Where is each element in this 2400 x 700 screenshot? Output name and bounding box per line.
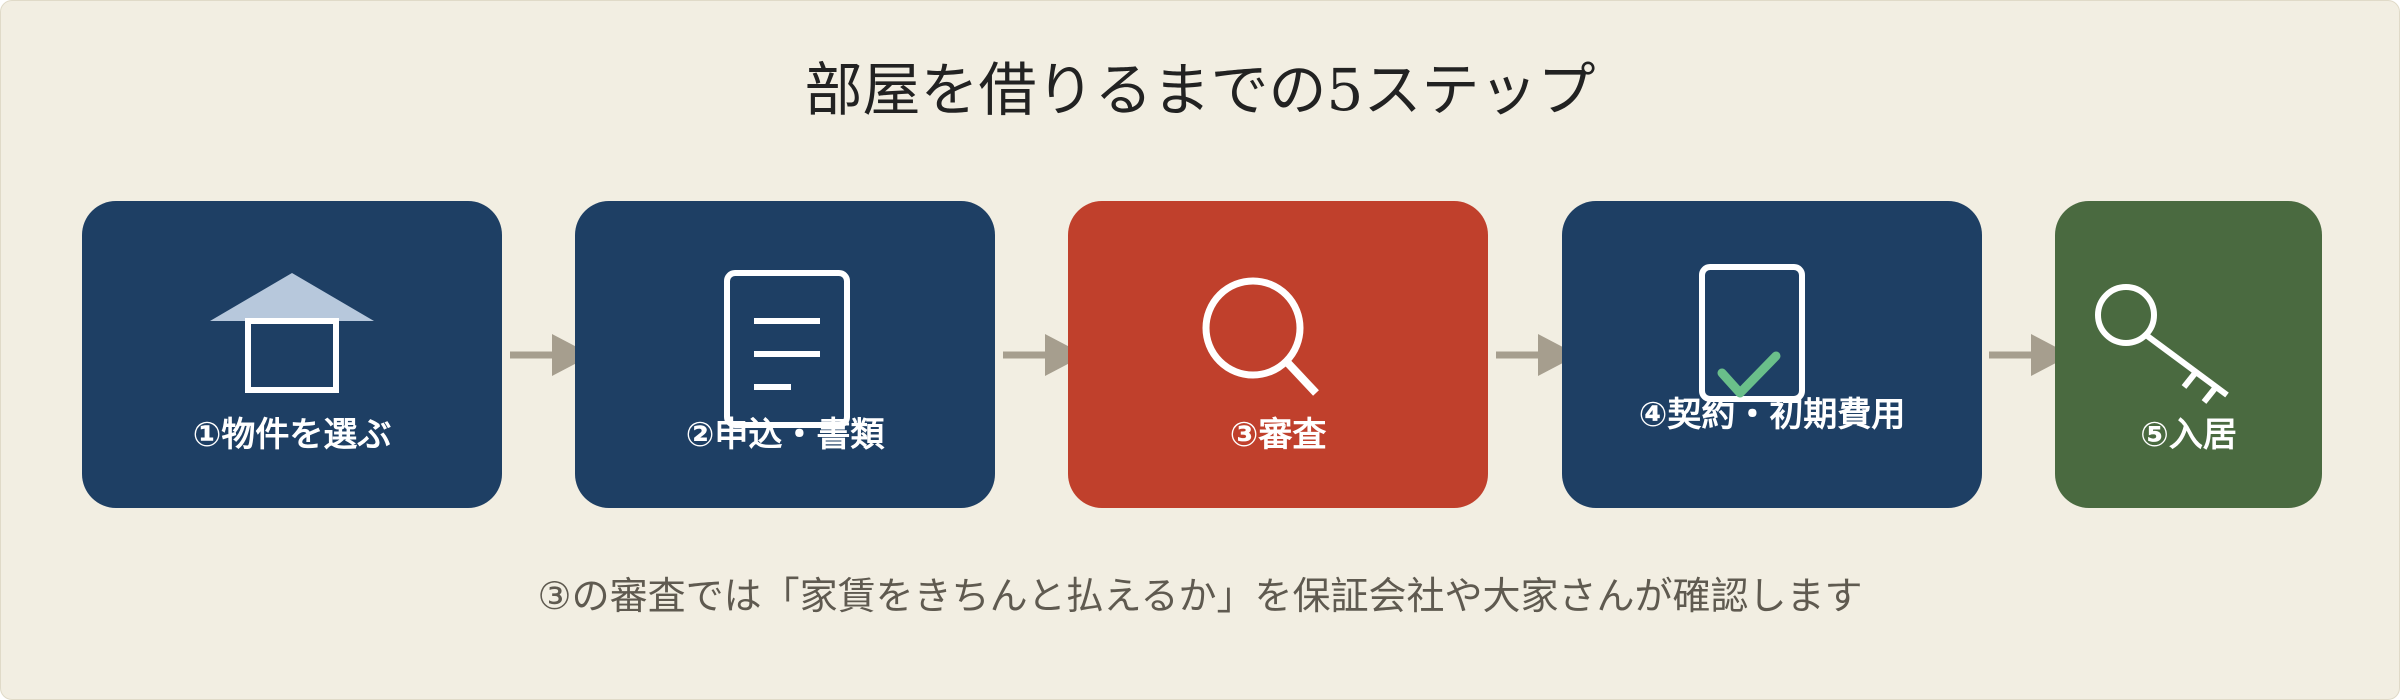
step-3-label: ③審査 (1229, 415, 1327, 455)
document-check-icon (1699, 264, 1805, 402)
step-3-box: ③審査 (1068, 201, 1488, 508)
arrow-3-icon (1496, 334, 1578, 376)
step-2-box: ②申込・書類 (575, 201, 995, 508)
step-1-label: ①物件を選ぶ (192, 415, 392, 455)
step-5-box: ⑤入居 (2055, 201, 2322, 508)
house-icon (210, 273, 374, 393)
step-1-box: ①物件を選ぶ (82, 201, 502, 508)
arrow-4-icon (1989, 334, 2071, 376)
diagram-title: 部屋を借りるまでの5ステップ (804, 56, 1596, 124)
document-icon (724, 270, 850, 428)
step-4-box: ④契約・初期費用 (1562, 201, 1982, 508)
step-2-label: ②申込・書類 (685, 415, 885, 455)
footnote-text: ③の審査では「家賃をきちんと払えるか」を保証会社や大家さんが確認します (537, 574, 1863, 618)
arrow-1-icon (510, 334, 592, 376)
key-icon (2095, 284, 2229, 404)
magnifier-icon (1202, 277, 1319, 396)
arrow-2-icon (1003, 334, 1085, 376)
step-5-label: ⑤入居 (2140, 415, 2237, 455)
step-4-label: ④契約・初期費用 (1638, 395, 1906, 435)
